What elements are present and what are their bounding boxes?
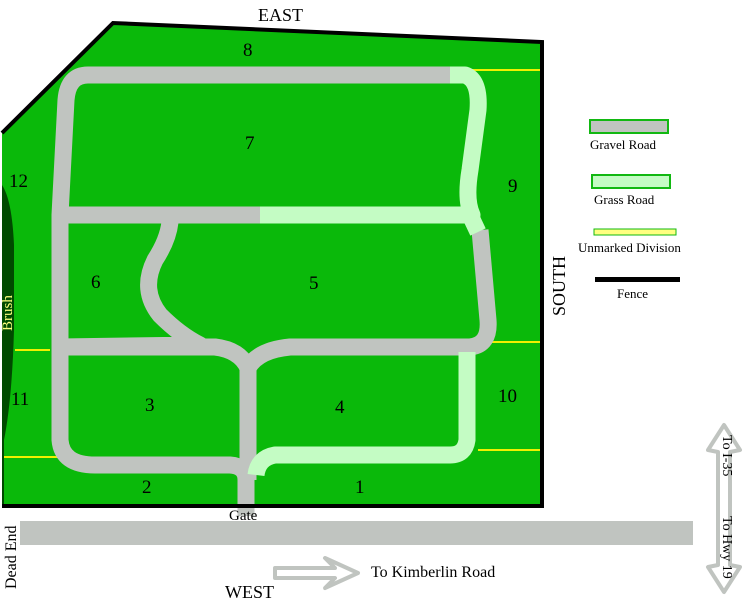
unmarked-divisions xyxy=(4,69,540,458)
gate-label: Gate xyxy=(229,508,258,524)
lot-12[interactable]: 12 xyxy=(9,171,28,192)
legend-grass-label: Grass Road xyxy=(594,192,655,207)
dead-end-label: Dead End xyxy=(3,525,20,589)
lot-8[interactable]: 8 xyxy=(243,40,253,61)
legend-grass-swatch xyxy=(591,174,671,189)
brush-label: Brush xyxy=(0,295,16,331)
lot-1[interactable]: 1 xyxy=(355,477,365,498)
lot-9[interactable]: 9 xyxy=(508,176,518,197)
lot-10[interactable]: 10 xyxy=(498,386,517,407)
fence xyxy=(0,20,544,508)
kimberlin-arrow-icon xyxy=(273,556,360,590)
legend-gravel-label: Gravel Road xyxy=(590,137,657,152)
lot-4[interactable]: 4 xyxy=(335,397,345,418)
brush-area xyxy=(2,185,14,506)
legend-gravel-swatch xyxy=(589,119,669,134)
lot-11[interactable]: 11 xyxy=(11,389,30,410)
lot-5[interactable]: 5 xyxy=(309,273,319,294)
i35-label: To I-35 xyxy=(719,435,734,477)
lot-3[interactable]: 3 xyxy=(145,395,155,416)
road-strip xyxy=(20,521,693,545)
direction-south: SOUTH xyxy=(549,255,569,316)
property-field xyxy=(2,23,542,506)
lot-2[interactable]: 2 xyxy=(142,477,152,498)
gravel-roads xyxy=(51,66,497,516)
direction-west: WEST xyxy=(225,582,274,602)
lot-7[interactable]: 7 xyxy=(245,133,255,154)
legend-division-label: Unmarked Division xyxy=(578,240,681,255)
legend-fence-swatch xyxy=(595,277,680,282)
direction-east: EAST xyxy=(258,5,303,25)
hwy19-label: To Hwy 19 xyxy=(719,516,734,579)
lot-6[interactable]: 6 xyxy=(91,272,101,293)
kimberlin-road-label: To Kimberlin Road xyxy=(371,564,496,581)
grass-roads xyxy=(247,66,487,477)
legend-division-swatch xyxy=(593,228,677,236)
i35-hwy19-arrow-icon xyxy=(706,423,742,594)
legend-fence-label: Fence xyxy=(617,286,649,301)
